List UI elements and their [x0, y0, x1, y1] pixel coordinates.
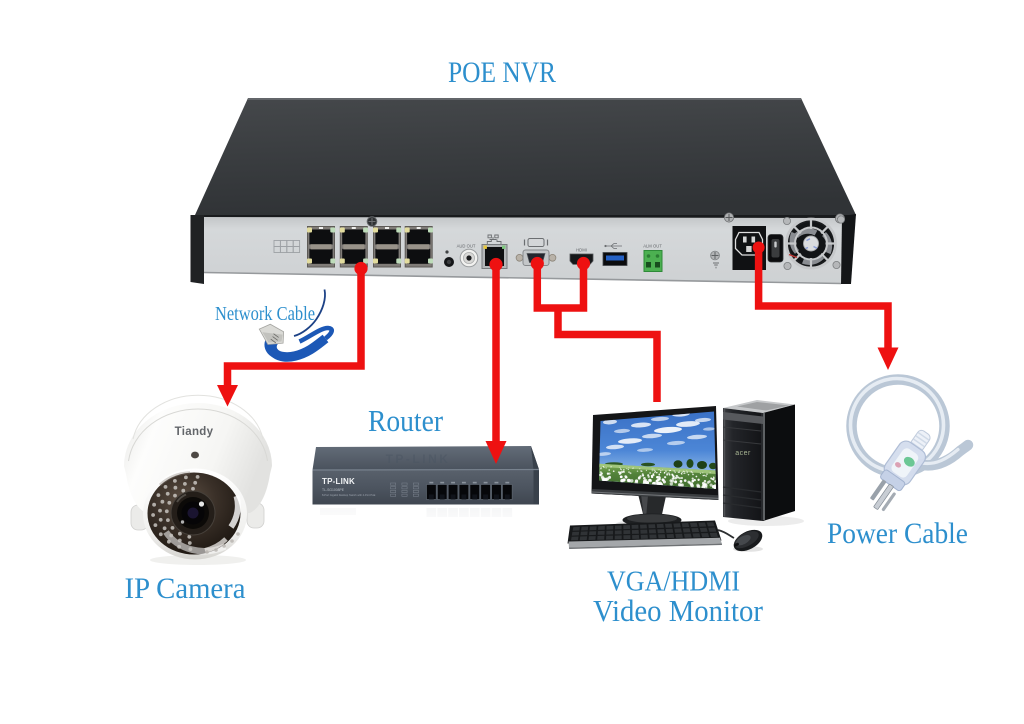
svg-text:HDMI: HDMI: [576, 248, 587, 253]
svg-text:Router: Router: [368, 403, 444, 438]
svg-text:8-Port Gigabit Desktop Switch: 8-Port Gigabit Desktop Switch with 4-Por…: [322, 493, 376, 497]
svg-text:ALM OUT: ALM OUT: [643, 244, 662, 249]
svg-text:POE NVR: POE NVR: [448, 56, 556, 89]
svg-text:Network Cable: Network Cable: [215, 303, 315, 325]
svg-text:TP-LINK: TP-LINK: [322, 477, 355, 486]
svg-text:Video Monitor: Video Monitor: [593, 593, 764, 628]
svg-text:Power Cable: Power Cable: [827, 517, 968, 550]
svg-text:Tiandy: Tiandy: [175, 426, 214, 438]
svg-text:VGA/HDMI: VGA/HDMI: [607, 566, 740, 598]
svg-text:IP Camera: IP Camera: [125, 572, 246, 605]
svg-text:TL-SG1008PE: TL-SG1008PE: [322, 488, 345, 492]
svg-text:AUD OUT: AUD OUT: [457, 244, 476, 249]
svg-text:TP-LINK: TP-LINK: [386, 452, 451, 466]
svg-text:acer: acer: [735, 450, 751, 457]
